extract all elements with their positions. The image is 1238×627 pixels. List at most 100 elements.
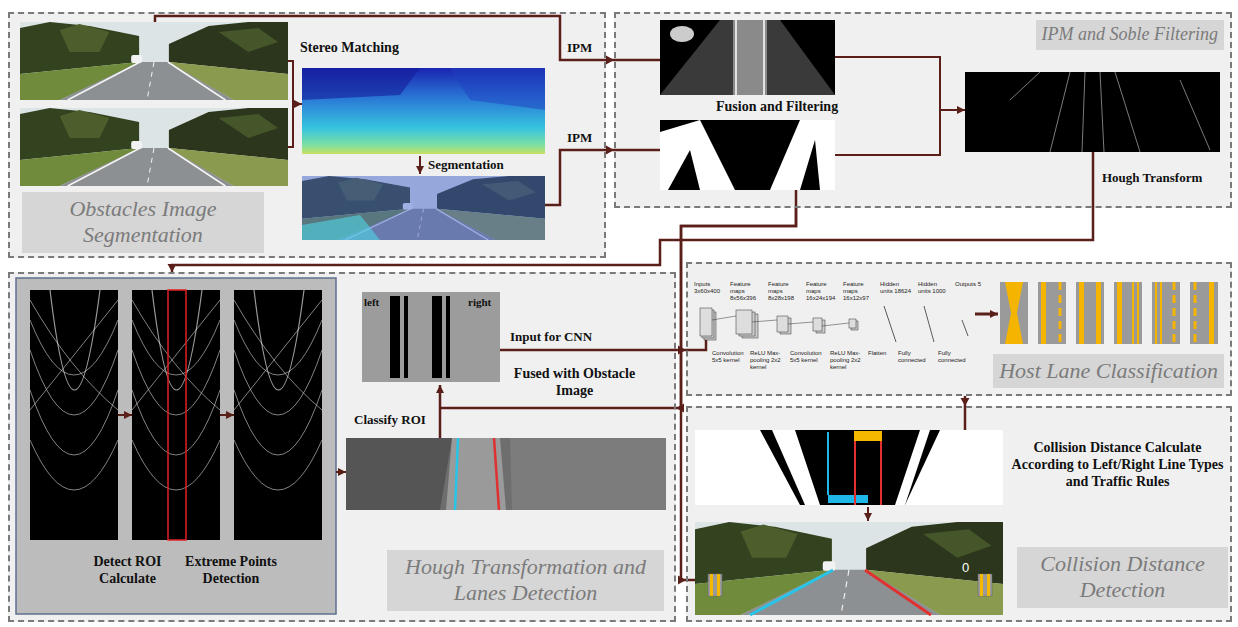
- lane-type-icon: [1190, 282, 1218, 344]
- right-line-marker: [880, 441, 882, 505]
- panel-ground: [8, 12, 606, 258]
- flow-wire: [440, 407, 676, 410]
- annotation-label: Extreme Points Detection: [175, 554, 287, 588]
- result-image: [695, 522, 1003, 615]
- flow-connector: [676, 208, 796, 413]
- annotation-label: Segmentation: [428, 157, 504, 173]
- lane-type-icon: [1114, 282, 1142, 344]
- lane-mark: [1096, 282, 1101, 344]
- left-camera-image: [20, 22, 288, 100]
- left-collision-bar: [828, 495, 868, 503]
- right-lane-line: [494, 438, 499, 510]
- left-line-marker: [827, 432, 829, 495]
- roi-box: [168, 290, 186, 540]
- lane-image: [346, 438, 666, 510]
- lane-mark: [1117, 282, 1122, 344]
- cnn-layer: [777, 316, 788, 332]
- lane-bar: [390, 296, 400, 378]
- collision-ipm-image: [695, 430, 1003, 505]
- car: [670, 26, 694, 42]
- lane-mark: [1137, 282, 1139, 344]
- panel-ground: [8, 272, 676, 622]
- arrow-head: [606, 56, 614, 65]
- flow-connector: [676, 346, 686, 355]
- cnn-layer: [813, 318, 822, 331]
- cnn-label: Outputs 5: [955, 281, 983, 288]
- lane-mark: [1209, 282, 1214, 344]
- lane-mark: [1160, 282, 1162, 344]
- classify-arrow: [439, 385, 442, 438]
- free-ray: [800, 140, 820, 190]
- hough-image: [30, 290, 118, 540]
- panel-ground: [614, 12, 1232, 208]
- cnn-label: Convolution 5x5 kernel: [790, 350, 826, 364]
- cnn-label: Fully connected: [938, 350, 974, 364]
- segmentation-arrow: [419, 156, 421, 174]
- lane-mark: [717, 574, 720, 596]
- cnn-label: ReLU Max-pooling 2x2 kernel: [830, 350, 866, 371]
- lane-texture: [346, 438, 452, 510]
- arrow-head: [678, 346, 686, 355]
- cnn-label: Feature maps 16x24x194: [806, 281, 838, 302]
- flow-connector: [606, 56, 614, 65]
- flow-wire: [155, 16, 606, 60]
- disparity-region: [450, 68, 545, 110]
- lane-bar: [432, 296, 442, 378]
- lane-line: [763, 20, 765, 95]
- annotation-label: Collision Distance Calculate According t…: [1010, 440, 1225, 490]
- stage-title: Host Lane Classification: [993, 354, 1224, 388]
- arrow-head: [961, 398, 970, 406]
- step-arrow: [336, 471, 346, 473]
- annotation-label: right: [468, 296, 491, 309]
- lane-mark: [1132, 282, 1134, 344]
- panel-ground: [686, 262, 1232, 396]
- obstacle-region: [895, 430, 930, 505]
- cnn-layer: [849, 319, 856, 328]
- lane-mark: [1041, 282, 1046, 344]
- connector-label: Hough Transform: [1100, 170, 1204, 186]
- panel-ground: [686, 406, 1232, 622]
- lane-mark: [1079, 282, 1084, 344]
- right-line-marker: [854, 441, 856, 505]
- ipm-image: [660, 20, 835, 95]
- hidden-units: [884, 306, 968, 342]
- edge-lines: [1010, 72, 1210, 152]
- lane-type-icon: [1152, 282, 1180, 344]
- right-lane-line: [865, 570, 931, 615]
- right-camera-image: [20, 108, 288, 186]
- arrow-head: [606, 146, 614, 155]
- cnn-label: Flatten: [868, 350, 896, 357]
- hough-image: [132, 290, 220, 540]
- cnn-label: Hidden units 1000: [918, 281, 950, 295]
- cnn-label: Feature maps 8x28x198: [768, 281, 800, 302]
- free-ray: [668, 150, 700, 190]
- stereo-arrow: [288, 61, 302, 147]
- lane-line: [735, 20, 737, 95]
- disparity-map: [302, 68, 545, 154]
- cnn-label: Feature maps 8x56x396: [730, 281, 762, 302]
- sobel-image: [965, 72, 1220, 152]
- lane-texture: [510, 438, 666, 510]
- obstacle-region: [772, 430, 820, 505]
- lane-mark: [1059, 282, 1062, 344]
- flow-connector: [606, 146, 614, 155]
- stage-title: Obstacles Image Segmentation: [22, 192, 264, 253]
- lane-bar: [404, 296, 408, 378]
- lane-type-icon: [708, 574, 722, 596]
- annotation-label: Stereo Matching: [300, 40, 399, 57]
- left-lane-line: [750, 570, 833, 615]
- lane-mark: [987, 574, 990, 596]
- disparity-region: [302, 68, 420, 100]
- lane-mark: [1005, 282, 1023, 344]
- connector-label: Input for CNN: [508, 329, 594, 345]
- segmented-image: [302, 176, 545, 240]
- front-collision-bar: [854, 431, 882, 441]
- lane-mark: [1173, 282, 1176, 344]
- flow-wire: [796, 152, 1093, 208]
- cnn-link: [712, 316, 849, 326]
- stage-panel: Collision Distance Detection: [686, 406, 1232, 622]
- lane-roi-image: [362, 292, 500, 382]
- lane-type-icon: [1000, 282, 1028, 344]
- stage-title: IPM and Soble Filtering: [1036, 20, 1224, 50]
